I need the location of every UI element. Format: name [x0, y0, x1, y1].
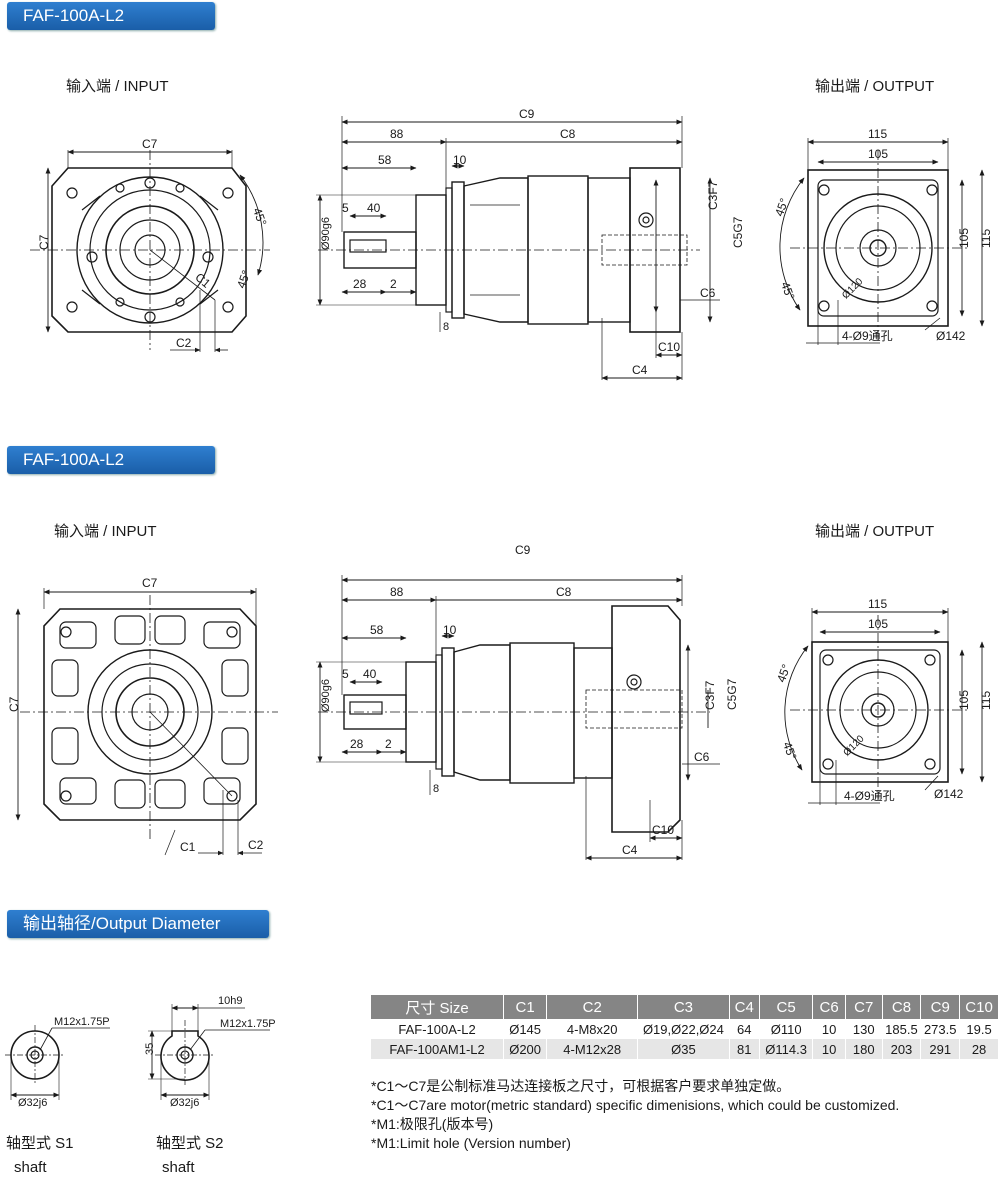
dim-c6-2: C6: [694, 750, 710, 764]
section-title-3: 输出轴径/Output Diameter: [7, 910, 269, 938]
dim-d142-1: Ø142: [936, 329, 966, 343]
dim-c3f7-1: C3F7: [706, 180, 720, 210]
section-title-1: FAF-100A-L2: [7, 2, 215, 30]
dim-58-2: 58: [370, 623, 384, 637]
side-view-2: [316, 575, 720, 861]
input-view-label-1: 输入端 / INPUT: [66, 78, 169, 95]
shaft-s2-dia: Ø32j6: [170, 1097, 199, 1109]
spec-table: 尺寸 Size C1 C2 C3 C4 C5 C6 C7 C8 C9 C10 F…: [371, 995, 999, 1059]
dim-c7-side-2: C7: [7, 696, 21, 712]
dim-c7-side-1: C7: [37, 234, 51, 250]
dim-8-2: 8: [433, 783, 439, 795]
shaft-s1-label: 轴型式 S1 shaft: [6, 1135, 74, 1176]
dim-holes-2: 4-Ø9通孔: [844, 789, 895, 803]
dim-angle-2: 45°: [234, 268, 253, 290]
output-view-label-1: 输出端 / OUTPUT: [815, 78, 935, 95]
dim-holes-1: 4-Ø9通孔: [842, 329, 893, 343]
shaft-s2-label: 轴型式 S2 shaft: [156, 1135, 224, 1176]
output-face-1: [779, 138, 985, 345]
table-row: FAF-100AM1-L2 Ø200 4-M12x28 Ø35 81 Ø114.…: [371, 1039, 999, 1059]
table-row: FAF-100A-L2 Ø145 4-M8x20 Ø19,Ø22,Ø24 64 …: [371, 1019, 999, 1039]
dim-c9-1: C9: [519, 107, 535, 121]
dim-c4-1: C4: [632, 363, 648, 377]
dim-10-1: 10: [453, 153, 467, 167]
dim-115-2: 115: [868, 597, 887, 611]
footnotes: *C1～C7是公制标准马达连接板之尺寸，可根据客户要求单独定做。 *C1～C7a…: [371, 1077, 899, 1153]
dim-c5g7-1: C5G7: [731, 216, 745, 248]
dim-2-2: 2: [385, 737, 392, 751]
dim-c5g7-2: C5G7: [725, 678, 739, 710]
dim-angle-1: 45°: [250, 206, 269, 228]
shaft-s1-drawing: [5, 1025, 110, 1100]
dim-88-1: 88: [390, 127, 404, 141]
dim-28-1: 28: [353, 277, 367, 291]
dim-115v-2: 115: [979, 691, 993, 710]
dim-40-2: 40: [363, 667, 377, 681]
dim-c8-1: C8: [560, 127, 576, 141]
note-1: *C1～C7是公制标准马达连接板之尺寸，可根据客户要求单独定做。: [371, 1078, 791, 1094]
dim-5-1: 5: [342, 201, 349, 215]
note-3: *M1:极限孔(版本号): [371, 1116, 494, 1132]
dim-5-2: 5: [342, 667, 349, 681]
dim-angle-3: 45°: [772, 196, 791, 218]
dim-c7-top-2: C7: [142, 576, 158, 590]
dim-c8-2: C8: [556, 585, 572, 599]
input-face-1: [30, 149, 270, 353]
dim-c1-1: C1: [192, 270, 213, 291]
dim-angle-6: 45°: [780, 740, 799, 762]
dim-8-1: 8: [443, 321, 449, 333]
dim-c10-2: C10: [652, 823, 674, 837]
shaft-s2-height: 35: [144, 1043, 156, 1055]
dim-105v-2: 105: [957, 690, 971, 710]
dim-c7-top-1: C7: [142, 137, 158, 151]
dim-d90-1: Ø90g6: [320, 217, 332, 250]
output-view-label-2: 输出端 / OUTPUT: [815, 523, 935, 540]
shaft-s2-drawing: [148, 1004, 270, 1100]
dim-c2-1: C2: [176, 336, 192, 350]
dim-28-2: 28: [350, 737, 364, 751]
dim-105v-1: 105: [957, 228, 971, 248]
dim-c4-2: C4: [622, 843, 638, 857]
dim-d120-1: Ø120: [840, 276, 865, 301]
input-face-2: [15, 588, 278, 856]
dim-40-1: 40: [367, 201, 381, 215]
side-view-1: [316, 116, 720, 381]
dim-58-1: 58: [378, 153, 392, 167]
dim-d90-2: Ø90g6: [320, 679, 332, 712]
note-2: *C1～C7are motor(metric standard) specifi…: [371, 1097, 900, 1113]
output-face-2: [784, 608, 985, 805]
dim-c3f7-2: C3F7: [703, 680, 717, 710]
shaft-s1-thread: M12x1.75P: [54, 1016, 110, 1028]
dim-88-2: 88: [390, 585, 404, 599]
note-4: *M1:Limit hole (Version number): [371, 1135, 571, 1151]
dim-c1-2: C1: [180, 840, 196, 854]
dim-angle-4: 45°: [778, 280, 797, 302]
section-title-2: FAF-100A-L2: [7, 446, 215, 474]
dim-115-1: 115: [868, 127, 887, 141]
spec-table-header: 尺寸 Size C1 C2 C3 C4 C5 C6 C7 C8 C9 C10: [371, 995, 999, 1019]
dim-d142-2: Ø142: [934, 787, 964, 801]
input-view-label-2: 输入端 / INPUT: [54, 523, 157, 540]
dim-105-2: 105: [868, 617, 888, 631]
shaft-s1-dia: Ø32j6: [18, 1097, 47, 1109]
dim-angle-5: 45°: [774, 662, 793, 684]
dim-c6-1: C6: [700, 286, 716, 300]
shaft-s2-thread: M12x1.75P: [220, 1018, 276, 1030]
dim-c10-1: C10: [658, 340, 680, 354]
dim-105-1: 105: [868, 147, 888, 161]
dim-d120-2: Ø120: [842, 733, 867, 758]
dim-2-1: 2: [390, 277, 397, 291]
shaft-s2-key: 10h9: [218, 995, 242, 1007]
dim-10-2: 10: [443, 623, 457, 637]
dim-115v-1: 115: [979, 229, 993, 248]
dim-c9-2: C9: [515, 543, 531, 557]
dim-c2-2: C2: [248, 838, 264, 852]
